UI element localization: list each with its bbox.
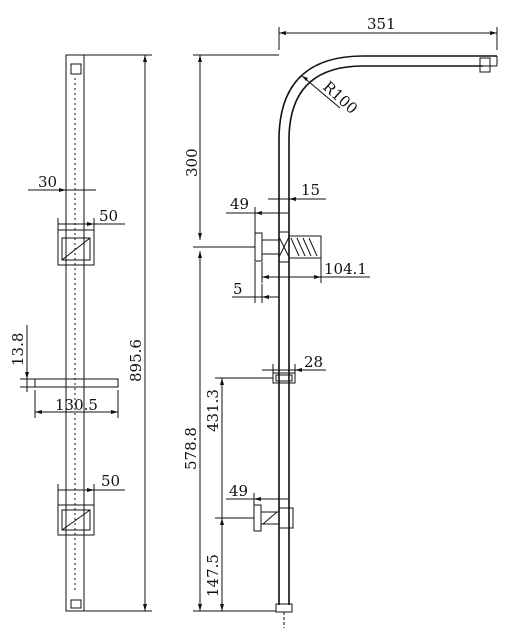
dim-130-5-arrow-r — [111, 410, 118, 414]
holder-cup — [278, 507, 294, 529]
dim-13-8-arrow — [25, 372, 29, 379]
dim-895-6-arrow-b — [143, 604, 147, 611]
rail-bottom-cap — [70, 599, 82, 609]
right-view: 351 R100 300 49 — [182, 15, 498, 628]
dim-valve-offset: 5 — [233, 280, 243, 298]
dim-49-bot-arrow — [254, 497, 261, 501]
rail-top-cap — [70, 63, 82, 75]
dim-578-8-arrow-b — [198, 604, 202, 611]
dim-104-1-arrow-r — [314, 275, 321, 279]
dim-49-top-arrow — [255, 211, 262, 215]
dim-130-5-arrow-l — [35, 410, 42, 414]
dim-r100-leader — [301, 75, 341, 109]
valve-hatch-2 — [296, 237, 306, 257]
dim-rail-width: 30 — [38, 173, 57, 191]
lower-holder — [253, 504, 294, 532]
dim-total-height: 895.6 — [127, 339, 145, 382]
dim-lower-bracket-depth: 49 — [229, 482, 248, 500]
dim-upper-bracket: 50 — [99, 207, 118, 225]
dim-895-6-arrow-t — [143, 55, 147, 62]
dim-lower-height: 147.5 — [204, 554, 222, 597]
dim-r100-arrow — [302, 76, 308, 81]
valve-hatch-4 — [308, 237, 318, 257]
mixer-valve — [254, 231, 322, 263]
dim-104-1-arrow-l — [262, 275, 269, 279]
dim-431-3-arrow-b — [220, 604, 224, 611]
dim-lower-bracket: 50 — [101, 472, 120, 490]
rail-body — [65, 54, 85, 612]
holder-diag — [262, 511, 278, 525]
valve-hatch-1 — [290, 237, 300, 257]
riser-pipe-outer — [278, 55, 497, 605]
dim-351-arrow-l — [279, 31, 286, 35]
lower-bracket — [57, 504, 95, 536]
riser-base — [275, 603, 293, 613]
lower-bracket-diag — [61, 509, 91, 531]
dim-slider: 28 — [304, 353, 323, 371]
slider-clip-band — [275, 374, 293, 382]
dim-300-arrow-t — [198, 55, 202, 62]
dim-valve-depth: 49 — [230, 195, 249, 213]
left-view: 30 50 13.8 130.5 50 895.6 — [9, 54, 152, 612]
shower-head-stub — [479, 57, 491, 73]
dim-valve-body: 104.1 — [324, 260, 367, 278]
dim-30-arrow — [59, 188, 66, 192]
dim-147-5-arrow-t — [220, 518, 224, 525]
riser-pipe-inner — [288, 65, 483, 605]
dim-431-3-arrow-t — [220, 378, 224, 385]
upper-bracket-inner — [61, 237, 91, 261]
lower-bracket-inner — [61, 509, 91, 531]
dim-28-arrow — [295, 368, 302, 372]
dim-50-top-arrow — [87, 222, 94, 226]
valve-handle — [261, 239, 280, 255]
dim-bend-radius: R100 — [319, 78, 361, 118]
dim-50-bot-arrow — [87, 488, 94, 492]
dim-soap-dish: 130.5 — [55, 396, 98, 414]
dim-15-arrow — [289, 197, 296, 201]
upper-bracket — [57, 229, 95, 266]
dim-578-8-arrow-t — [198, 251, 202, 258]
dim-slider-height: 431.3 — [204, 389, 222, 432]
dim-upper-height: 300 — [183, 148, 201, 177]
valve-hatch-3 — [302, 237, 312, 257]
upper-bracket-diag — [61, 237, 91, 261]
dim-clip-height: 13.8 — [9, 333, 27, 366]
dim-arm-reach: 351 — [367, 15, 396, 33]
soap-dish — [34, 378, 119, 388]
dim-5-arrow — [262, 295, 269, 299]
dim-pipe-dia: 15 — [301, 181, 320, 199]
valve-wall-plate — [254, 232, 263, 262]
valve-outlet — [288, 235, 322, 259]
dim-300-arrow-b — [198, 233, 202, 240]
dim-valve-height: 578.8 — [182, 427, 200, 470]
dim-351-arrow-r — [490, 31, 497, 35]
holder-wall-plate — [253, 504, 262, 532]
valve-cross-b — [278, 236, 290, 258]
